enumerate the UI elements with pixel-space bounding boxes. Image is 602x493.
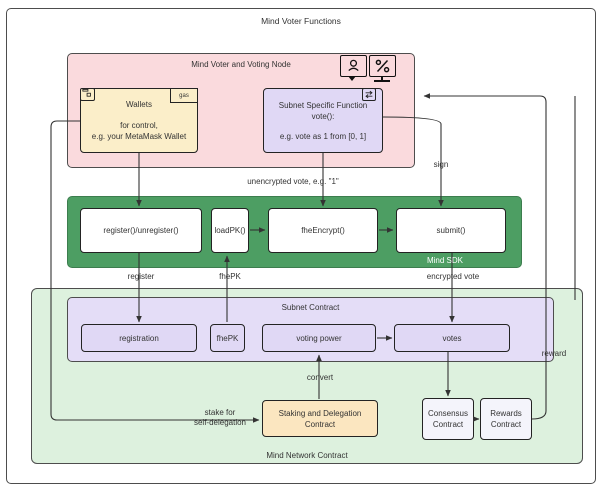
container-network-contract-title: Mind Network Contract [266, 451, 348, 460]
person-badge-icon [340, 55, 367, 77]
container-subnet-contract-title: Subnet Contract [281, 303, 340, 312]
edge-label-register: register [127, 272, 155, 281]
edge-label-unencrypted-vote: unencrypted vote, e.g. "1" [247, 177, 339, 186]
node-submit[interactable]: submit() [396, 208, 506, 253]
node-subnet-function-body: e.g. vote as 1 from [0, 1] [279, 131, 367, 141]
container-voting-node-title: Mind Voter and Voting Node [191, 60, 291, 69]
percent-monitor-icon [369, 55, 396, 77]
node-subnet-function-title: Subnet Specific Function vote(): [278, 100, 368, 121]
container-mind-sdk-title: Mind SDK [426, 256, 463, 265]
node-register-unregister[interactable]: register()/unregister() [80, 208, 202, 253]
edge-label-convert: convert [306, 373, 334, 382]
edge-label-stake-self-delegation: stake for self-delegation [193, 408, 247, 427]
edge-label-reward: reward [541, 349, 567, 358]
wallet-icon [80, 88, 95, 101]
node-fhepk[interactable]: fhePK [210, 324, 245, 352]
edge-label-encrypted-vote: encrypted vote [426, 272, 480, 281]
node-staking-delegation[interactable]: Staking and Delegation Contract [262, 400, 378, 437]
node-consensus-contract[interactable]: Consensus Contract [422, 398, 474, 440]
percent-monitor-icon-base [374, 80, 390, 82]
node-wallets-title: Wallets [126, 100, 152, 109]
node-votes[interactable]: votes [394, 324, 510, 352]
node-voting-power[interactable]: voting power [262, 324, 376, 352]
edge-label-sign: sign [433, 160, 449, 169]
person-badge-icon-tail [348, 76, 356, 81]
node-wallets-body: for control, e.g. your MetaMask Wallet [91, 121, 187, 141]
node-registration[interactable]: registration [81, 324, 197, 352]
node-rewards-contract[interactable]: Rewards Contract [480, 398, 532, 440]
node-loadpk[interactable]: loadPK() [211, 208, 249, 253]
edge-label-fhepk: fhePK [219, 272, 241, 281]
node-fheencrypt[interactable]: fheEncrypt() [268, 208, 378, 253]
gas-tag: gas [170, 88, 198, 103]
percent-monitor-icon-stand [381, 77, 383, 81]
swap-arrows-icon [362, 88, 376, 101]
page-title: Mind Voter Functions [261, 16, 341, 26]
